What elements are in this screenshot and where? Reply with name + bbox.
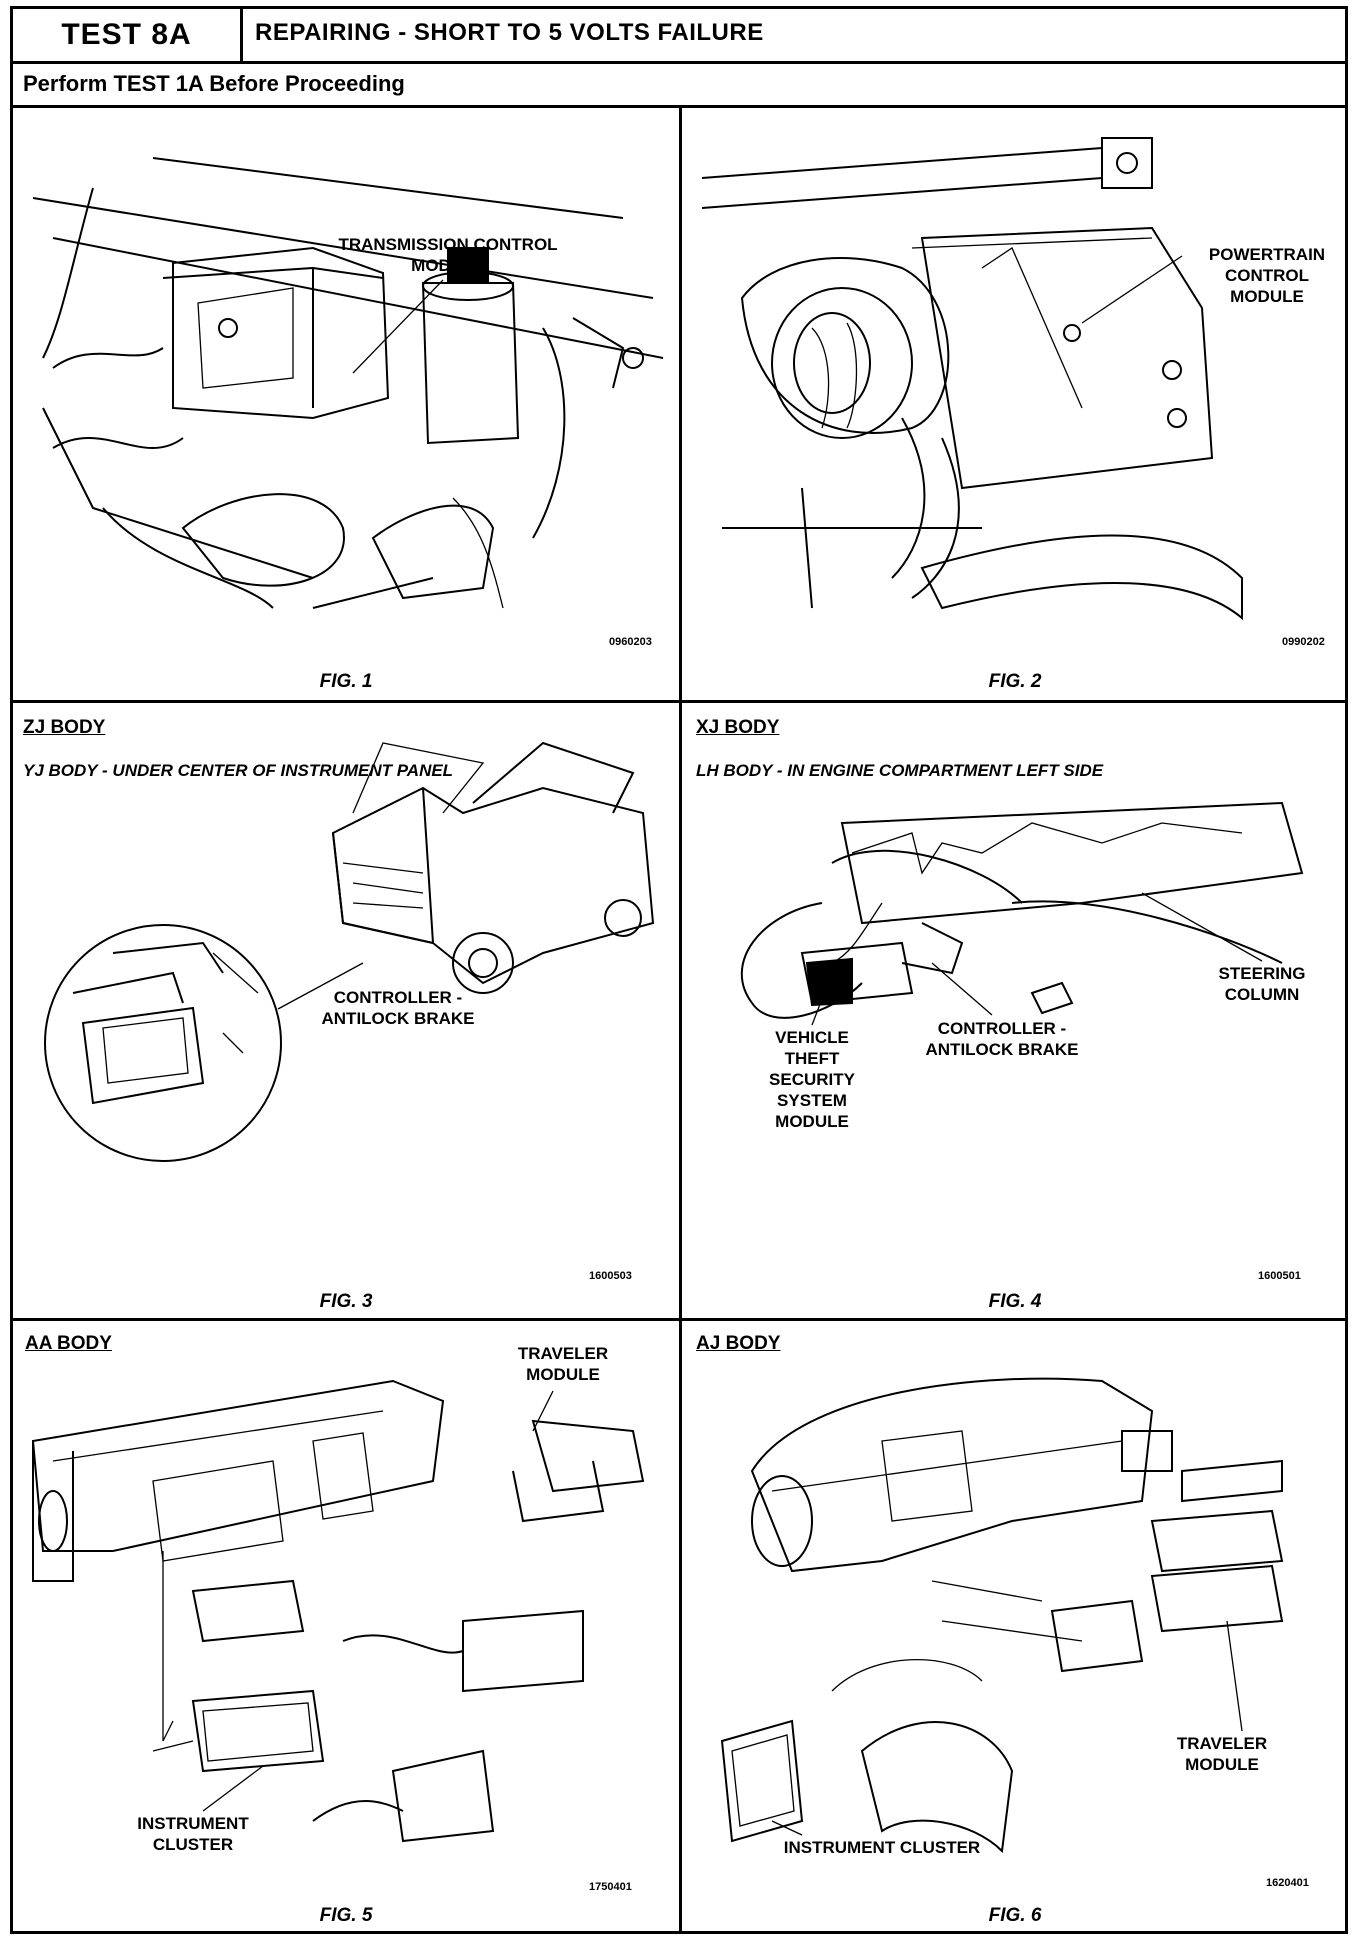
figure-code: 0990202 [1282,636,1325,648]
body-label: ZJ BODY [23,717,106,738]
label-line: VEHICLE [775,1028,849,1047]
label-line: THEFT [784,1049,840,1068]
dashboard-aj-drawing [720,1377,1284,1854]
label-tcm: TRANSMISSION CONTROL MODULE [323,234,573,276]
leader-lines-fig6 [771,1620,1243,1836]
figure-caption: FIG. 5 [319,1905,373,1926]
label-pcm: POWERTRAIN CONTROL MODULE [1192,244,1342,307]
label-line: CONTROLLER - [333,988,463,1007]
label-line: CONTROLLER - [937,1019,1067,1038]
figure-grid: TRANSMISSION CONTROL MODULE 0960203 FIG.… [13,108,1345,1931]
location-text: YJ BODY - UNDER CENTER OF INSTRUMENT PAN… [23,761,454,780]
tcm-engine-bay-drawing [32,157,664,609]
leader-line-tcm [352,279,444,374]
body-label: AJ BODY [696,1333,781,1354]
label-line: MODULE [1185,1755,1259,1774]
steering-column-drawing [740,801,1304,1019]
label-line: INSTRUMENT [137,1814,249,1833]
label-traveler-module: TRAVELER MODULE [493,1343,633,1385]
panel-fig3: ZJ BODY YJ BODY - UNDER CENTER OF INSTRU… [13,703,679,1318]
panel-fig2: POWERTRAIN CONTROL MODULE 0990202 FIG. 2 [682,108,1348,700]
panel-fig4: XJ BODY LH BODY - IN ENGINE COMPARTMENT … [682,703,1348,1318]
label-line: MODULE [526,1365,600,1384]
leader-line-pcm [1081,255,1183,324]
label-line: CONTROL [1224,266,1310,285]
label-abs-controller: CONTROLLER - ANTILOCK BRAKE [902,1018,1102,1060]
figure-code: 1600503 [589,1270,632,1282]
panel-fig5: AA BODY TRAVELER [13,1321,679,1931]
figure-code: 1600501 [1258,1270,1301,1282]
figure-code: 0960203 [609,636,652,648]
dashboard-aa-drawing [31,1379,645,1843]
label-line: MODULE [411,256,485,275]
grid-divider-row2 [13,1318,1345,1321]
label-line: INSTRUMENT CLUSTER [783,1838,981,1857]
figure-code: 1620401 [1266,1877,1309,1889]
label-instrument-cluster: INSTRUMENT CLUSTER [752,1837,1012,1858]
body-label: AA BODY [25,1333,112,1354]
prerequisite-note: Perform TEST 1A Before Proceeding [13,64,1345,108]
label-line: SYSTEM [777,1091,847,1110]
label-line: CLUSTER [152,1835,234,1854]
document-page: TEST 8A REPAIRING - SHORT TO 5 VOLTS FAI… [10,6,1348,1934]
leader-lines-fig5 [202,1390,554,1812]
label-line: MODULE [775,1112,849,1131]
figure-caption: FIG. 3 [319,1291,373,1312]
test-id: TEST 8A [13,9,243,61]
figure-code: 1750401 [589,1881,632,1893]
vehicle-abs-drawing [44,741,655,1162]
figure-caption: FIG. 2 [988,671,1042,692]
figure-caption: FIG. 4 [988,1291,1042,1312]
location-text: LH BODY - IN ENGINE COMPARTMENT LEFT SID… [696,761,1104,780]
label-line: POWERTRAIN [1208,245,1326,264]
figure-caption: FIG. 1 [319,671,373,692]
label-line: ANTILOCK BRAKE [925,1040,1079,1059]
header-bar: TEST 8A REPAIRING - SHORT TO 5 VOLTS FAI… [13,9,1345,64]
label-line: MODULE [1230,287,1304,306]
label-line: TRAVELER [517,1344,609,1363]
label-instrument-cluster: INSTRUMENT CLUSTER [113,1813,273,1855]
panel-fig1: TRANSMISSION CONTROL MODULE 0960203 FIG.… [13,108,679,700]
panel-fig6: AJ BODY TRAVELER MODULE [682,1321,1348,1931]
label-line: TRANSMISSION CONTROL [338,235,558,254]
label-line: STEERING [1218,964,1306,983]
label-line: COLUMN [1224,985,1300,1004]
grid-divider-vertical [679,108,682,1931]
label-steering-column: STEERING COLUMN [1197,963,1327,1005]
label-abs-controller: CONTROLLER - ANTILOCK BRAKE [298,987,498,1029]
label-line: TRAVELER [1176,1734,1268,1753]
figure-caption: FIG. 6 [988,1905,1042,1926]
grid-divider-row1 [13,700,1345,703]
pcm-drawing [701,137,1243,621]
label-vts-module: VEHICLE THEFT SECURITY SYSTEM MODULE [742,1027,882,1132]
label-line: SECURITY [769,1070,855,1089]
body-label: XJ BODY [696,717,780,738]
test-title: REPAIRING - SHORT TO 5 VOLTS FAILURE [255,19,764,46]
label-line: ANTILOCK BRAKE [321,1009,475,1028]
label-traveler-module: TRAVELER MODULE [1152,1733,1292,1775]
leader-lines-fig4 [811,892,1263,1026]
